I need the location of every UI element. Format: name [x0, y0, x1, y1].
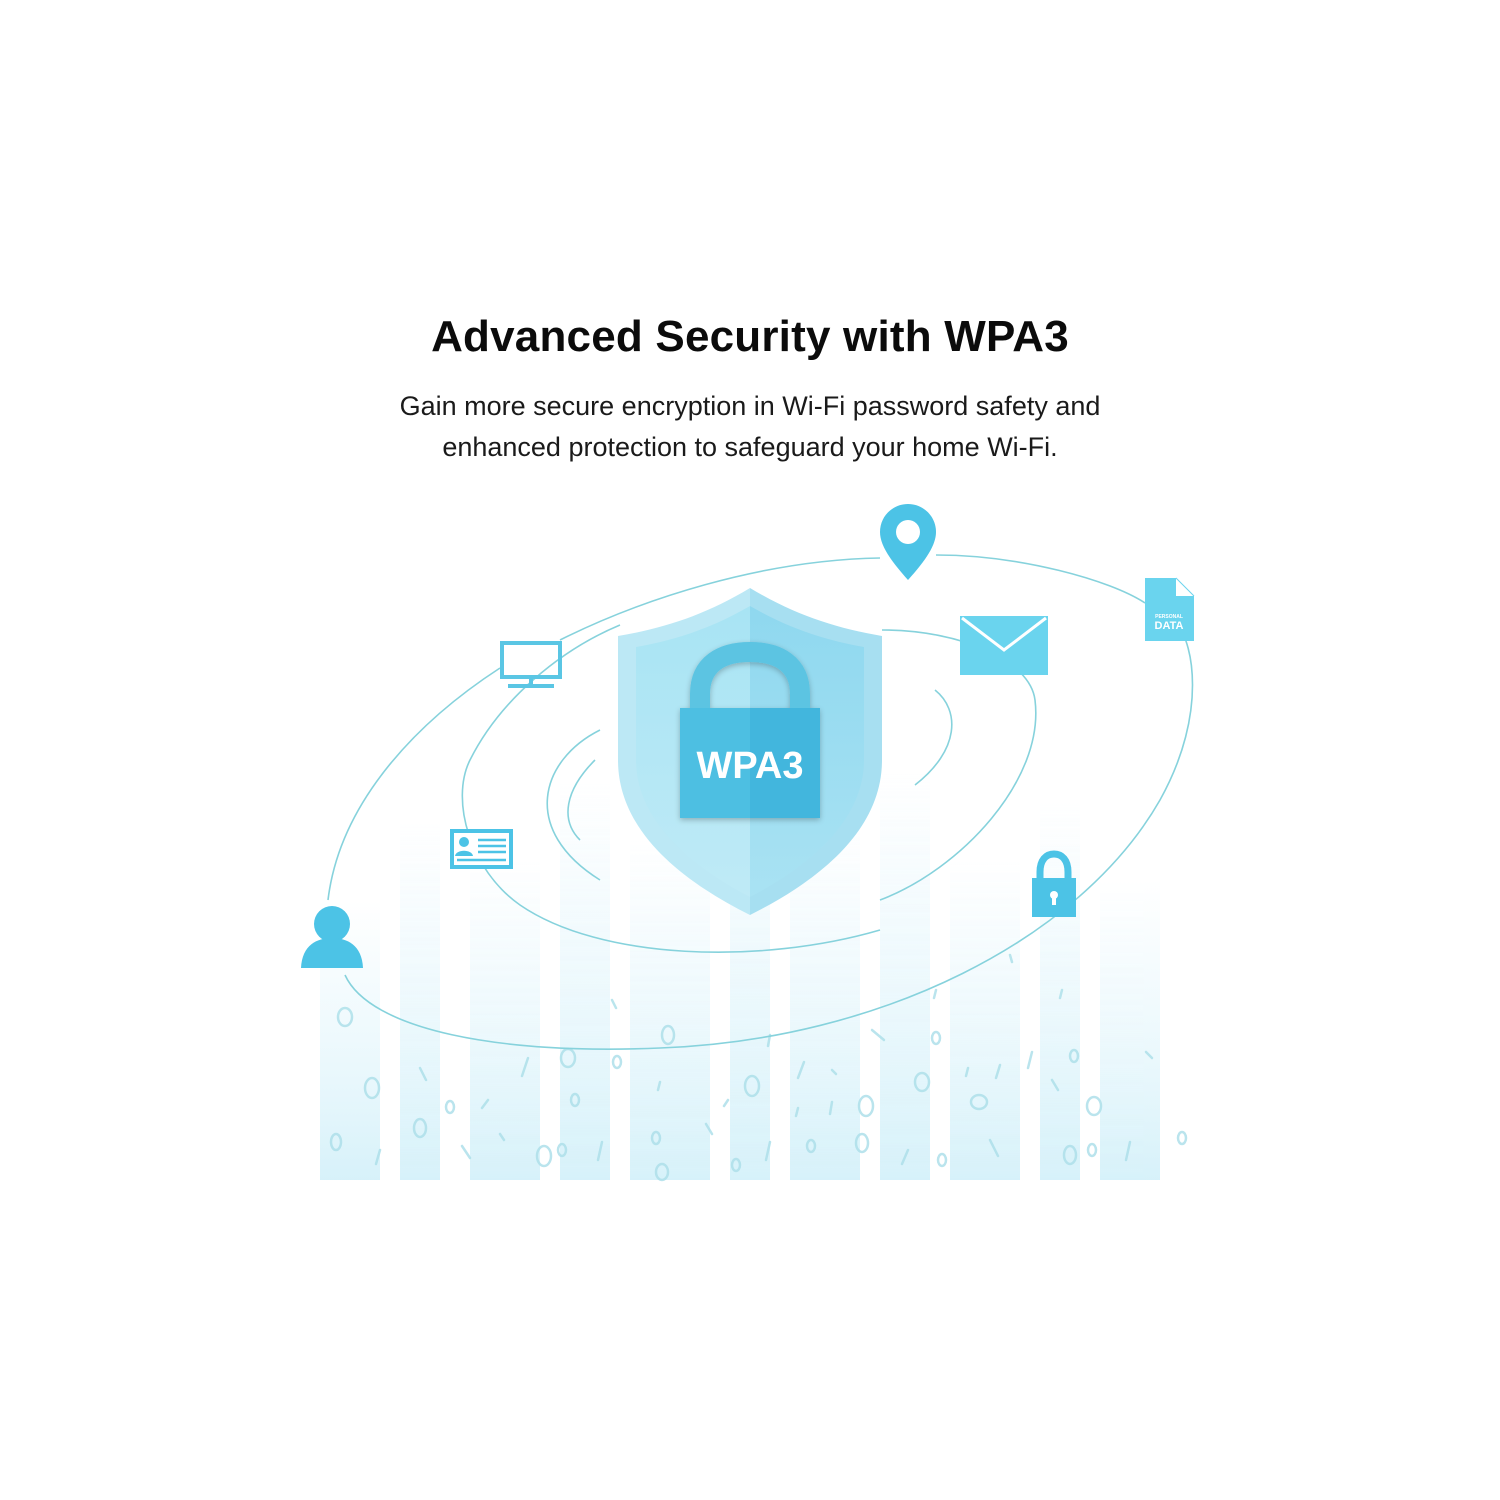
- personal-data-big-text: DATA: [1155, 620, 1184, 632]
- personal-data-small-text: PERSONAL: [1155, 614, 1183, 620]
- description-line-2: enhanced protection to safeguard your ho…: [442, 432, 1058, 462]
- location-pin-icon: [880, 504, 936, 580]
- id-card-icon: [450, 829, 513, 869]
- user-icon: [301, 906, 363, 968]
- personal-data-document-icon: PERSONAL DATA: [1145, 577, 1195, 641]
- envelope-icon: [960, 616, 1048, 675]
- page-title: Advanced Security with WPA3: [431, 312, 1069, 361]
- computer-monitor-icon: [500, 641, 562, 688]
- description-line-1: Gain more secure encryption in Wi-Fi pas…: [399, 391, 1101, 421]
- shield-label: WPA3: [697, 745, 804, 787]
- shield-padlock-icon: [680, 641, 820, 818]
- binary-digits: [329, 953, 1188, 1182]
- padlock-icon: [1032, 850, 1076, 917]
- page-description: Gain more secure encryption in Wi-Fi pas…: [0, 386, 1500, 468]
